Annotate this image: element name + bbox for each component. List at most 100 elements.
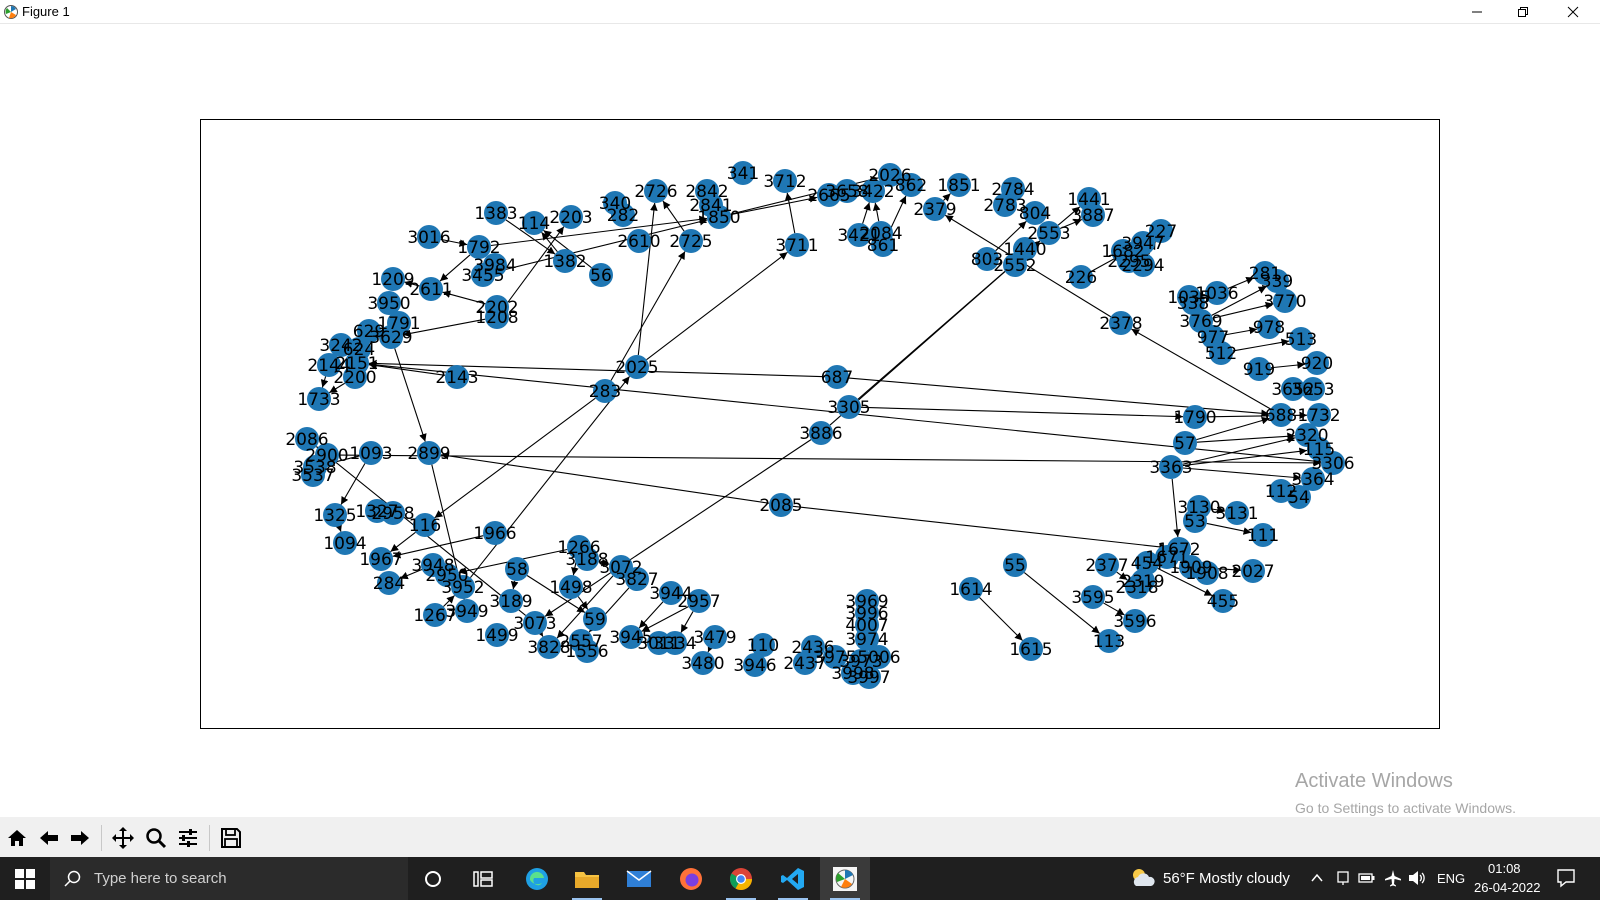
graph-node xyxy=(307,387,331,411)
graph-node-label: 3596 xyxy=(1113,612,1156,632)
notifications-icon[interactable] xyxy=(1556,868,1576,888)
graph-edge xyxy=(443,595,455,607)
graph-edge xyxy=(505,219,556,255)
edge-taskbar-button[interactable] xyxy=(512,857,562,900)
clock-date[interactable]: 26-04-2022 xyxy=(1474,880,1541,895)
graph-edge xyxy=(641,606,689,632)
graph-edge xyxy=(680,611,694,633)
graph-edge xyxy=(995,220,1027,252)
graph-node-label: 1327 xyxy=(355,502,398,522)
cortana-button[interactable] xyxy=(408,857,458,900)
clock-time[interactable]: 01:08 xyxy=(1488,861,1521,876)
graph-node-label: 2900 xyxy=(305,446,348,466)
graph-node-label: 3998 xyxy=(831,664,874,684)
home-icon xyxy=(8,830,26,846)
graph-edge xyxy=(368,361,446,376)
graph-node xyxy=(295,427,319,451)
taskbar-search-box[interactable]: Type here to search xyxy=(50,857,408,900)
window-titlebar: Figure 1 xyxy=(0,0,1600,24)
start-button[interactable] xyxy=(0,857,50,900)
graph-node-label: 4007 xyxy=(845,616,888,636)
graph-edge xyxy=(390,531,416,553)
airplane-mode-icon[interactable] xyxy=(1384,869,1402,887)
graph-node xyxy=(1269,403,1293,427)
graph-node-label: 111 xyxy=(1247,526,1279,546)
back-button[interactable] xyxy=(35,824,63,852)
file-explorer-taskbar-button[interactable] xyxy=(562,857,612,900)
graph-node xyxy=(1251,523,1275,547)
graph-node-label: 1208 xyxy=(475,308,518,328)
figure-canvas[interactable] xyxy=(0,24,1600,817)
graph-node xyxy=(1131,253,1155,277)
forward-button[interactable] xyxy=(66,824,94,852)
graph-node-label: 2200 xyxy=(333,368,376,388)
graph-node xyxy=(1301,467,1325,491)
weather-cloud-icon xyxy=(1133,869,1155,886)
graph-node xyxy=(793,651,817,675)
graph-node xyxy=(505,557,529,581)
cortana-icon xyxy=(425,870,441,887)
graph-node-label: 3073 xyxy=(513,614,556,634)
graph-node xyxy=(1247,357,1271,381)
firefox-taskbar-button[interactable] xyxy=(666,857,716,900)
search-icon xyxy=(64,870,81,887)
graph-edge xyxy=(638,601,664,629)
graph-node-label: 978 xyxy=(1253,318,1285,338)
graph-edge xyxy=(979,597,1023,641)
graph-node xyxy=(301,463,325,487)
graph-node xyxy=(484,201,508,225)
graph-node xyxy=(359,441,383,465)
save-button[interactable] xyxy=(217,824,245,852)
volume-icon[interactable] xyxy=(1408,870,1426,886)
zoom-button[interactable] xyxy=(142,824,170,852)
graph-node-label: 1909 xyxy=(1169,558,1212,578)
graph-node-label: 3016 xyxy=(407,228,450,248)
maximize-button[interactable] xyxy=(1500,0,1546,24)
graph-node xyxy=(471,263,495,287)
language-indicator[interactable]: ENG xyxy=(1437,871,1466,886)
graph-edge xyxy=(440,238,468,247)
weather-text[interactable]: 56°F Mostly cloudy xyxy=(1163,870,1290,887)
python-figure-taskbar-button[interactable] xyxy=(820,857,870,900)
graph-node-label: 3969 xyxy=(845,592,888,612)
graph-node xyxy=(451,575,475,599)
graph-node-label: 2320 xyxy=(1285,426,1328,446)
zoom-icon xyxy=(146,828,167,849)
graph-node xyxy=(878,163,902,187)
graph-node-label: 1209 xyxy=(371,270,414,290)
pan-button[interactable] xyxy=(109,824,137,852)
task-view-button[interactable] xyxy=(458,857,508,900)
configure-subplots-button[interactable] xyxy=(174,824,202,852)
graph-node xyxy=(553,249,577,273)
graph-edge xyxy=(503,226,565,308)
graph-node xyxy=(377,571,401,595)
mail-taskbar-button[interactable] xyxy=(614,857,664,900)
close-button[interactable] xyxy=(1550,0,1596,24)
graph-node-label: 629 xyxy=(353,322,385,342)
graph-node-label: 281 xyxy=(1249,264,1281,284)
graph-node-label: 2841 xyxy=(689,196,732,216)
chrome-taskbar-button[interactable] xyxy=(716,857,766,900)
graph-node-label: 1382 xyxy=(543,252,586,272)
minimize-button[interactable] xyxy=(1454,0,1500,24)
graph-edge xyxy=(707,643,715,653)
vscode-taskbar-button[interactable] xyxy=(768,857,818,900)
graph-node-label: 3946 xyxy=(733,656,776,676)
restore-icon xyxy=(1518,7,1528,17)
graph-node-label: 2950 xyxy=(425,566,468,586)
graph-node-label: 3364 xyxy=(1291,470,1334,490)
home-button[interactable] xyxy=(3,824,31,852)
network-device-icon[interactable] xyxy=(1336,870,1350,886)
graph-node-label: 1671 xyxy=(1145,548,1188,568)
graph-edge xyxy=(1057,206,1081,226)
graph-node xyxy=(1023,201,1047,225)
graph-node-label: 2294 xyxy=(1121,256,1164,276)
graph-node-label: 1732 xyxy=(1297,406,1340,426)
graph-node-label: 5006 xyxy=(857,648,900,668)
battery-icon[interactable] xyxy=(1358,872,1376,884)
graph-node-label: 3974 xyxy=(845,630,888,650)
chevron-up-icon[interactable] xyxy=(1310,871,1324,885)
graph-node-label: 2899 xyxy=(407,444,450,464)
graph-node-label: 1792 xyxy=(457,238,500,258)
